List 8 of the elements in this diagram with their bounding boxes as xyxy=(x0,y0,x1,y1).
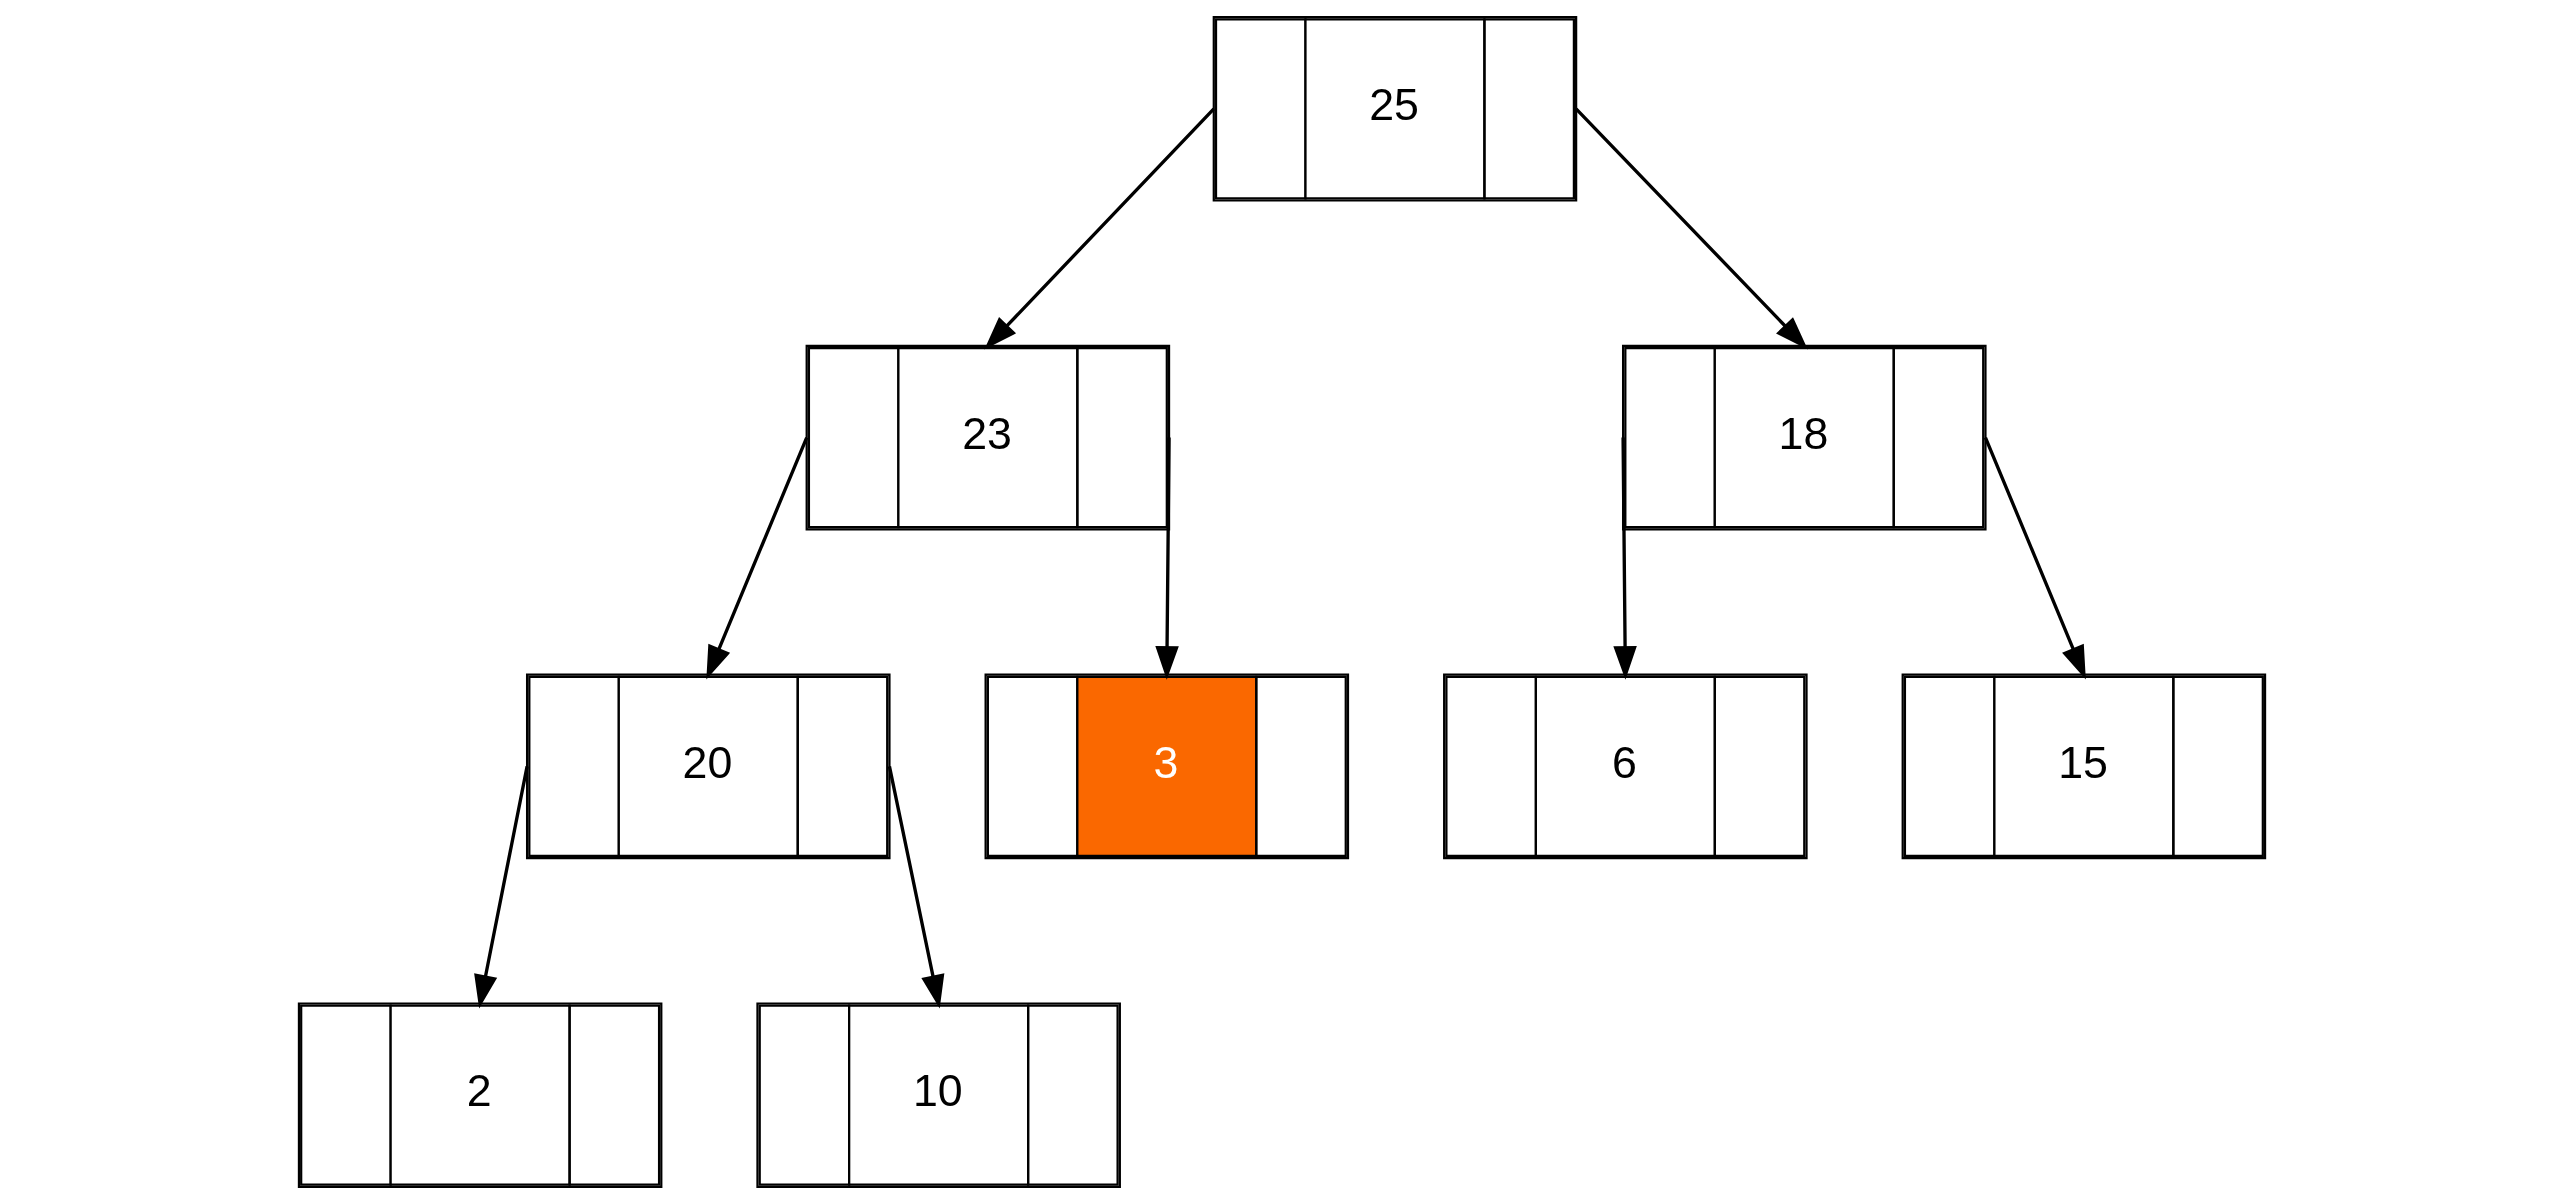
arrow xyxy=(706,436,809,680)
arrow xyxy=(1155,437,1179,680)
arrow xyxy=(984,107,1215,350)
arrow xyxy=(887,766,945,1009)
arrow xyxy=(1574,107,1808,350)
arrow xyxy=(1983,436,2086,680)
arrow xyxy=(1613,437,1637,680)
arrow xyxy=(474,766,529,1009)
